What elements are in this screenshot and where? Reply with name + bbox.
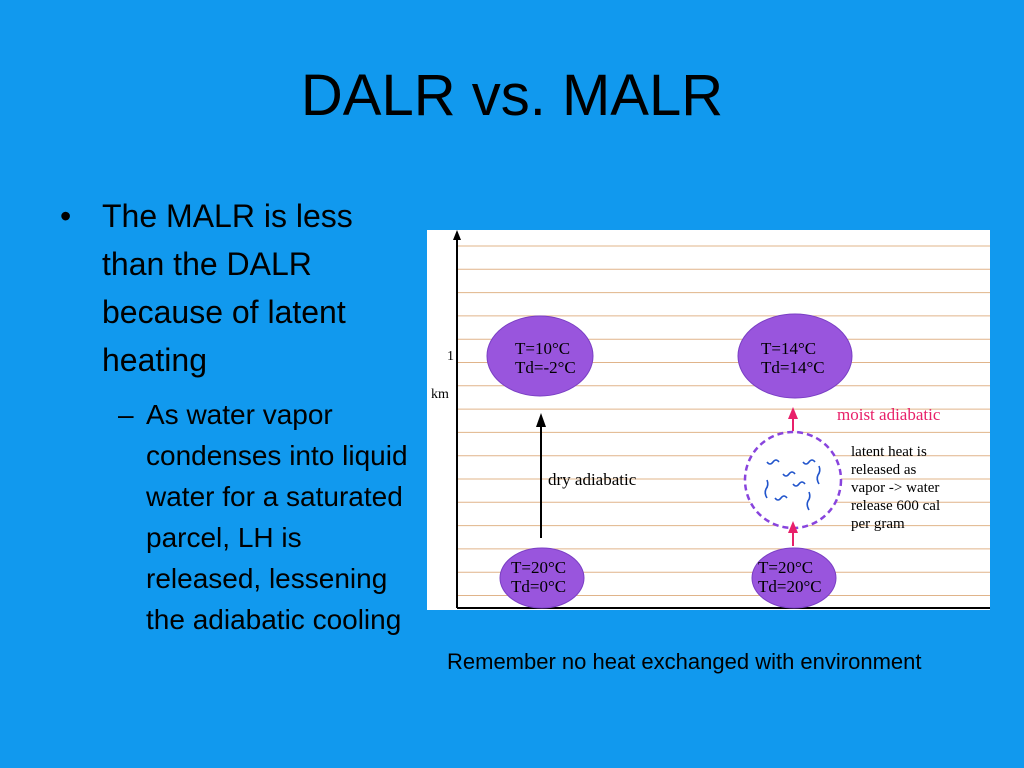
dry-top-td: Td=-2°C bbox=[515, 358, 576, 377]
diagram-svg: 1 km T=10°C Td=-2°C dry adiabatic T=20°C… bbox=[431, 230, 990, 609]
moist-adiabatic-label: moist adiabatic bbox=[837, 405, 941, 424]
moist-bottom-td: Td=20°C bbox=[758, 577, 822, 596]
moist-top-t: T=14°C bbox=[761, 339, 816, 358]
dry-parcel-top bbox=[486, 315, 594, 397]
water-droplets bbox=[764, 459, 821, 511]
latent-note-line: vapor -> water bbox=[851, 480, 939, 496]
latent-heat-note: latent heat is released as vapor -> wate… bbox=[851, 444, 940, 532]
latent-note-line: released as bbox=[851, 462, 917, 478]
axis-tick-label: 1 bbox=[447, 349, 454, 364]
moist-arrowhead-lower bbox=[788, 521, 798, 533]
lapse-rate-diagram: 1 km T=10°C Td=-2°C dry adiabatic T=20°C… bbox=[427, 230, 990, 610]
bullet-mark: • bbox=[60, 198, 72, 234]
bullet-item: • The MALR is less than the DALR because… bbox=[56, 192, 402, 384]
dry-parcel-bottom bbox=[499, 547, 585, 609]
axis-unit-label: km bbox=[431, 387, 449, 402]
sub-bullet-item: – As water vapor condenses into liquid w… bbox=[56, 394, 408, 640]
bullet-text: The MALR is less than the DALR because o… bbox=[102, 198, 353, 378]
moist-bottom-t: T=20°C bbox=[758, 558, 813, 577]
sub-bullet-mark: – bbox=[118, 399, 134, 430]
sub-bullet-text: As water vapor condenses into liquid wat… bbox=[146, 399, 408, 635]
moist-parcel-bottom bbox=[751, 547, 837, 609]
latent-note-line: per gram bbox=[851, 516, 905, 532]
dry-arrowhead bbox=[536, 413, 546, 427]
moist-arrowhead-upper bbox=[788, 407, 798, 419]
dry-top-t: T=10°C bbox=[515, 339, 570, 358]
dry-bottom-td: Td=0°C bbox=[511, 577, 566, 596]
latent-note-line: release 600 cal bbox=[851, 498, 940, 514]
dry-bottom-t: T=20°C bbox=[511, 558, 566, 577]
caption: Remember no heat exchanged with environm… bbox=[447, 649, 922, 674]
latent-note-line: latent heat is bbox=[851, 444, 927, 460]
moist-parcel-top bbox=[737, 313, 853, 399]
slide-title: DALR vs. MALR bbox=[300, 63, 724, 128]
condensing-parcel bbox=[743, 430, 843, 530]
dry-adiabatic-label: dry adiabatic bbox=[548, 470, 637, 489]
y-axis-arrowhead bbox=[453, 230, 461, 240]
moist-top-td: Td=14°C bbox=[761, 358, 825, 377]
bullet-list: • The MALR is less than the DALR because… bbox=[56, 192, 416, 640]
